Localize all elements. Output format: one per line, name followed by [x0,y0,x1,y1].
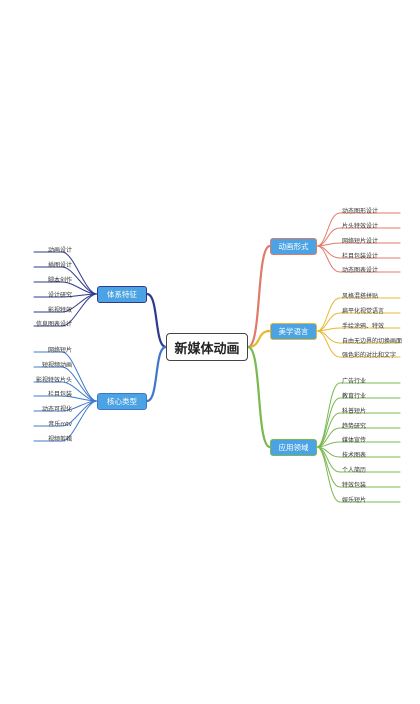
leaf-b0-1[interactable]: 插图设计 [47,262,72,269]
connector-b4-leaf-2 [316,412,401,448]
leaf-b0-0[interactable]: 动画设计 [47,247,72,254]
connector-root-b3 [246,329,272,349]
leaf-b3-1[interactable]: 扁平化视觉语言 [342,308,385,315]
leaf-b0-3[interactable]: 设计研究 [47,292,72,299]
connector-b2-leaf-2 [316,242,401,247]
connector-root-b1 [145,345,168,403]
leaf-b4-5[interactable]: 技术图表 [342,452,367,459]
connector-b0-leaf-5 [33,293,98,327]
leaf-b1-1[interactable]: 短视频动画 [41,362,72,369]
leaf-b1-5[interactable]: 音乐mtv [48,421,72,428]
leaf-b3-0[interactable]: 风格混搭拼贴 [342,293,379,300]
leaf-b4-4[interactable]: 媒体宣传 [342,437,367,444]
branch-aesthetic-language[interactable]: 美学语言 [270,323,317,340]
connector-b1-leaf-6 [33,400,98,442]
leaf-b4-1[interactable]: 教育行业 [342,393,367,400]
leaf-b4-0[interactable]: 广告行业 [342,378,367,385]
connector-b0-leaf-2 [33,281,98,295]
leaf-b3-3[interactable]: 自由无边界的切换画面 [342,338,403,345]
connector-b3-leaf-1 [316,312,401,332]
connector-b3-leaf-0 [316,297,401,332]
leaf-b4-2[interactable]: 科普短片 [342,408,367,415]
leaf-b3-2[interactable]: 手绘涂鸦、特效 [342,323,385,330]
connector-b0-leaf-1 [33,266,98,295]
connector-root-b2 [246,244,272,349]
leaf-b2-3[interactable]: 栏目包装设计 [342,253,379,260]
connector-b0-leaf-3 [33,293,98,298]
leaf-b1-3[interactable]: 栏目包装 [47,391,72,398]
branch-system-features[interactable]: 体系特征 [97,286,147,303]
leaf-b0-5[interactable]: 信息图表设计 [35,321,72,328]
connector-b2-leaf-4 [316,245,401,273]
leaf-b4-7[interactable]: 特效包装 [342,482,367,489]
branch-animation-forms[interactable]: 动画形式 [270,238,317,255]
leaf-b0-4[interactable]: 影视特效 [47,307,72,314]
leaf-b0-2[interactable]: 脚本创作 [47,277,72,284]
leaf-b1-0[interactable]: 网络短片 [47,347,72,354]
leaf-b2-4[interactable]: 动态图表设计 [342,267,379,274]
connector-b2-leaf-1 [316,227,401,247]
branch-core-types[interactable]: 核心类型 [97,393,147,410]
leaf-b3-4[interactable]: 强色彩的对比和文字 [342,352,397,359]
connector-root-b0 [145,292,168,349]
connector-root-b4 [246,345,272,449]
root-topic[interactable]: 新媒体动画 [166,333,248,361]
leaf-b4-8[interactable]: 娱乐短片 [342,497,367,504]
connector-b4-leaf-4 [316,441,401,448]
connector-b0-leaf-0 [33,251,98,295]
leaf-b4-6[interactable]: 个人简历 [342,467,367,474]
leaf-b1-4[interactable]: 动态可视化 [41,406,72,413]
leaf-b4-3[interactable]: 趋势研究 [342,423,367,430]
branch-application-fields[interactable]: 应用领域 [270,439,317,456]
leaf-b2-1[interactable]: 片头特效设计 [342,223,379,230]
connector-b3-leaf-2 [316,327,401,332]
connector-b2-leaf-0 [316,212,401,247]
leaf-b2-0[interactable]: 动态图形设计 [342,208,379,215]
leaf-b2-2[interactable]: 网络短片设计 [342,238,379,245]
leaf-b1-2[interactable]: 影视特效片头 [35,377,72,384]
connector-b4-leaf-8 [316,446,401,503]
connector-b3-leaf-4 [316,330,401,358]
connector-b1-leaf-3 [33,395,98,402]
leaf-b1-6[interactable]: 视频剪辑 [47,436,72,443]
